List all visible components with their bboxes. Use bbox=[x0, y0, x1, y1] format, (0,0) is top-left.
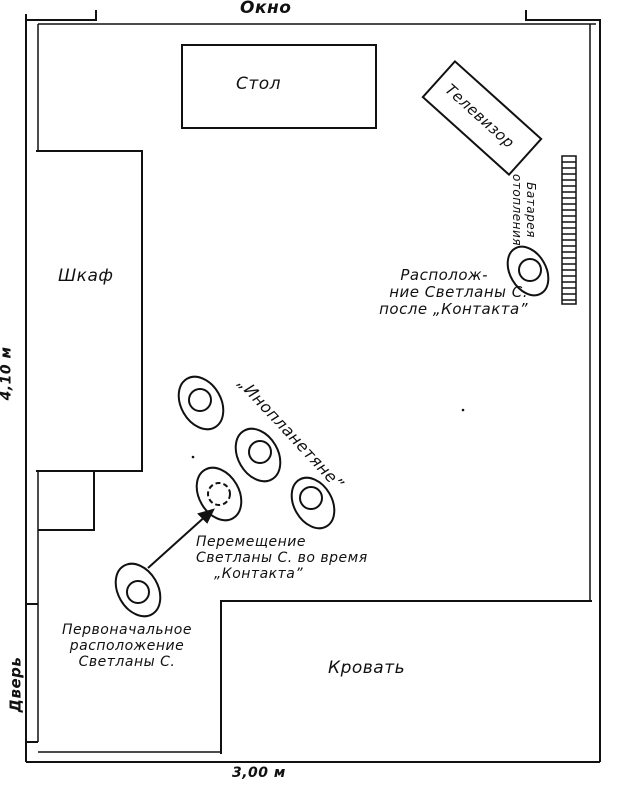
initial-position-line-3: Светланы С. bbox=[78, 654, 176, 670]
wardrobe bbox=[36, 150, 143, 472]
initial-position-label: Первоначальное расположение Светланы С. bbox=[62, 622, 192, 670]
wardrobe-label: Шкаф bbox=[58, 266, 114, 286]
wall-top-left bbox=[26, 10, 97, 21]
position-after-line-2: ние Светланы С. bbox=[389, 283, 528, 301]
svetlana-position-after bbox=[506, 245, 550, 297]
movement-line-2: Светланы С. во время bbox=[196, 550, 368, 566]
table bbox=[181, 44, 377, 129]
svetlana-position-during bbox=[195, 466, 243, 522]
window-label: Окно bbox=[240, 0, 292, 18]
initial-position-line-2: расположение bbox=[69, 638, 185, 654]
height-dimension-label: 4,10 м bbox=[0, 346, 15, 401]
bed bbox=[220, 600, 592, 754]
movement-label: Перемещение Светланы С. во время „Контак… bbox=[196, 534, 368, 582]
alien-figure-3 bbox=[290, 476, 336, 530]
bed-label: Кровать bbox=[328, 658, 406, 678]
door-label: Дверь bbox=[6, 656, 25, 713]
position-after-label: Располож- ние Светланы С. после „Контакт… bbox=[358, 267, 528, 318]
alien-figure-1 bbox=[177, 375, 225, 431]
svetlana-position-initial bbox=[114, 562, 162, 618]
movement-line-3: „Контакта” bbox=[214, 566, 304, 582]
wardrobe-notch bbox=[38, 469, 95, 531]
table-label: Стол bbox=[236, 74, 282, 94]
width-dimension-label: 3,00 м bbox=[232, 765, 286, 781]
movement-line-1: Перемещение bbox=[196, 534, 306, 550]
movement-arrow bbox=[147, 508, 215, 569]
initial-position-line-1: Первоначальное bbox=[62, 622, 192, 638]
position-after-line-3: после „Контакта” bbox=[379, 300, 528, 318]
wall-top-right bbox=[525, 10, 601, 762]
tv-outline bbox=[421, 59, 543, 177]
radiator-ribs bbox=[561, 155, 577, 305]
position-after-line-1: Располож- bbox=[400, 266, 488, 284]
radiator-label: Батарея отопления bbox=[510, 174, 538, 246]
alien-figure-2 bbox=[234, 427, 282, 483]
